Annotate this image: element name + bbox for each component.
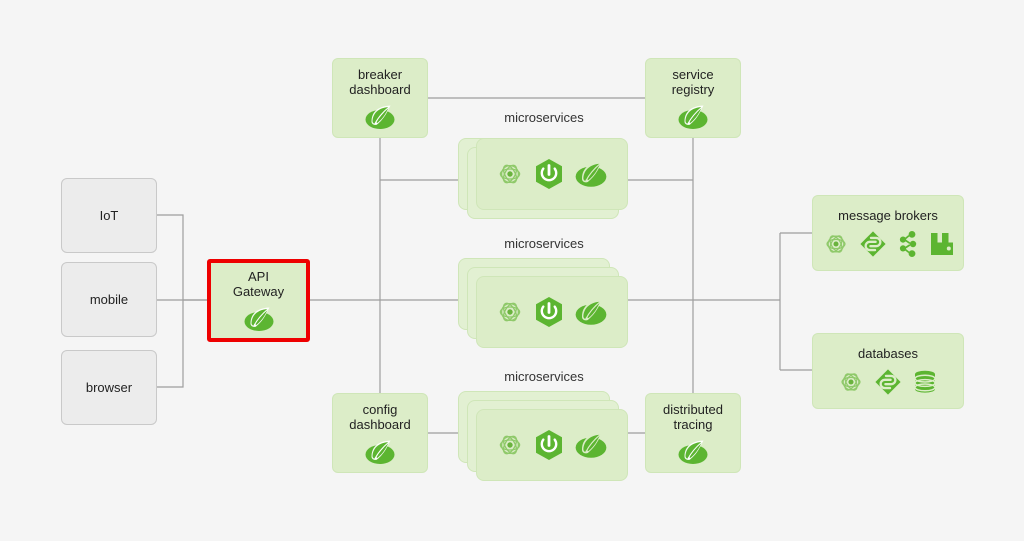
microservices-group-bottom: microservices xyxy=(458,369,630,484)
spring-leaf-icon xyxy=(242,306,276,332)
api-gateway-node[interactable]: API Gateway xyxy=(207,259,310,342)
microservices-stack-card-front[interactable] xyxy=(476,409,628,481)
microservices-middle-icon-row xyxy=(495,296,609,328)
client-node-mobile[interactable]: mobile xyxy=(61,262,157,337)
spring-leaf-icon xyxy=(363,439,397,465)
spring-cloud-stream-icon xyxy=(874,368,902,396)
client-label-mobile: mobile xyxy=(89,292,129,307)
kafka-icon xyxy=(896,230,920,258)
message-brokers-icon-row xyxy=(822,230,955,258)
service-registry-node[interactable]: service registry xyxy=(645,58,741,138)
microservices-top-icon-row xyxy=(495,158,609,190)
breaker-dashboard-icon-row xyxy=(363,104,397,130)
config-dashboard-icon-row xyxy=(363,439,397,465)
microservices-group-middle: microservices xyxy=(458,236,630,348)
spring-leaf-icon xyxy=(676,439,710,465)
spring-leaf-icon xyxy=(573,160,609,188)
spring-boot-icon xyxy=(534,296,564,328)
api-gateway-icon-row xyxy=(242,306,276,332)
atom-icon xyxy=(495,430,525,460)
message-brokers-label: message brokers xyxy=(838,208,938,223)
microservices-top-label: microservices xyxy=(504,110,584,125)
distributed-tracing-label: distributed tracing xyxy=(663,401,723,432)
atom-icon xyxy=(495,297,525,327)
client-node-browser[interactable]: browser xyxy=(61,350,157,425)
client-label-iot: IoT xyxy=(99,208,119,223)
microservices-stack-card-front[interactable] xyxy=(476,276,628,348)
service-registry-icon-row xyxy=(676,104,710,130)
api-gateway-label: API Gateway xyxy=(232,269,285,299)
databases-label: databases xyxy=(858,346,918,361)
client-node-iot[interactable]: IoT xyxy=(61,178,157,253)
spring-leaf-icon xyxy=(573,431,609,459)
distributed-tracing-node[interactable]: distributed tracing xyxy=(645,393,741,473)
spring-leaf-icon xyxy=(573,298,609,326)
spring-cloud-stream-icon xyxy=(859,230,887,258)
breaker-dashboard-label: breaker dashboard xyxy=(349,66,411,97)
config-dashboard-node[interactable]: config dashboard xyxy=(332,393,428,473)
microservices-middle-label: microservices xyxy=(504,236,584,251)
breaker-dashboard-node[interactable]: breaker dashboard xyxy=(332,58,428,138)
client-label-browser: browser xyxy=(85,380,133,395)
edge-iot-to-gateway xyxy=(157,214,184,300)
spring-leaf-icon xyxy=(676,104,710,130)
databases-icon-row xyxy=(837,368,939,396)
microservices-bottom-icon-row xyxy=(495,429,609,461)
distributed-tracing-icon-row xyxy=(676,439,710,465)
rabbitmq-icon xyxy=(929,231,955,257)
config-dashboard-label: config dashboard xyxy=(349,401,411,432)
service-registry-label: service registry xyxy=(671,66,715,97)
spring-boot-icon xyxy=(534,429,564,461)
database-icon xyxy=(911,368,939,396)
atom-icon xyxy=(837,368,865,396)
edge-browser-to-gateway xyxy=(157,300,184,388)
microservices-stack-card-front[interactable] xyxy=(476,138,628,210)
microservices-bottom-label: microservices xyxy=(504,369,584,384)
microservices-group-top: microservices xyxy=(458,110,630,220)
spring-leaf-icon xyxy=(363,104,397,130)
message-brokers-node[interactable]: message brokers xyxy=(812,195,964,271)
spring-boot-icon xyxy=(534,158,564,190)
databases-node[interactable]: databases xyxy=(812,333,964,409)
atom-icon xyxy=(495,159,525,189)
atom-icon xyxy=(822,230,850,258)
